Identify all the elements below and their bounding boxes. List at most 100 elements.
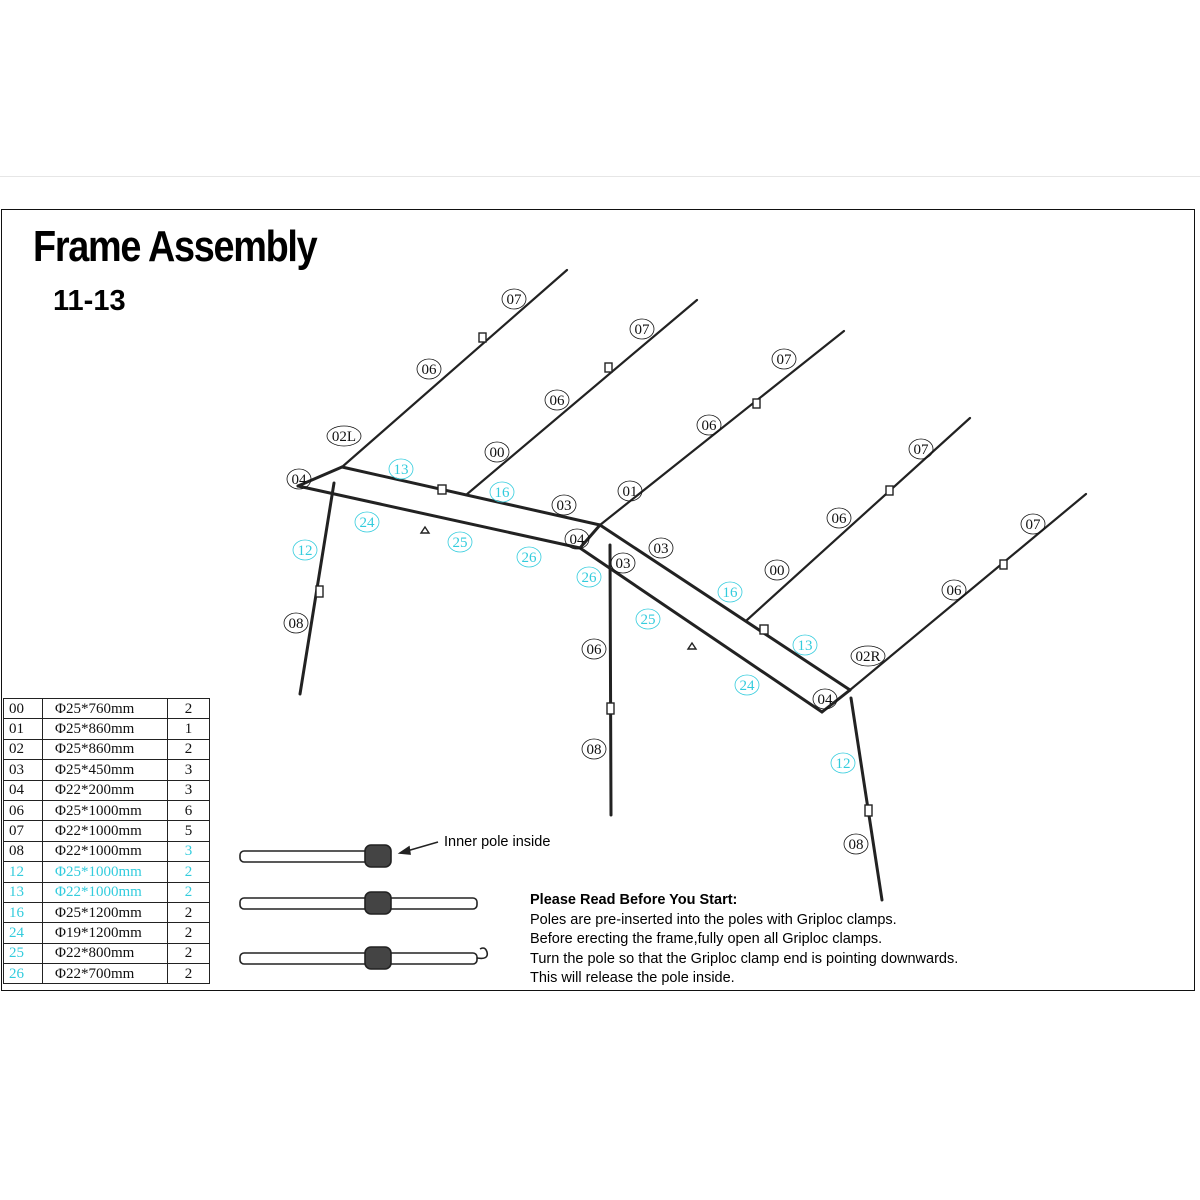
part-size: Φ25*450mm [42, 759, 168, 781]
part-size: Φ22*1000mm [42, 820, 168, 842]
instruction-line: Poles are pre-inserted into the poles wi… [530, 911, 897, 928]
griploc-clamp [364, 946, 392, 970]
part-label: 24 [740, 678, 756, 694]
part-qty: 2 [167, 942, 210, 965]
part-label: 02R [855, 649, 880, 665]
part-label-bubble [696, 414, 722, 436]
part-size: Φ25*860mm [42, 738, 168, 761]
page-title: Frame Assembly [33, 222, 318, 271]
part-label: 04 [818, 692, 834, 708]
part-code: 02 [3, 738, 43, 761]
part-label-bubble [581, 738, 607, 760]
griploc-clamp [752, 398, 761, 409]
part-label: 26 [582, 570, 598, 586]
instructions-block: Please Read Before You Start: Poles are … [530, 891, 958, 989]
pole-04-right [820, 688, 852, 714]
part-label: 12 [836, 756, 851, 772]
part-code: 07 [3, 820, 43, 842]
part-label-bubble [576, 566, 602, 588]
part-size: Φ25*1200mm [42, 901, 168, 924]
part-label-bubble [354, 511, 380, 533]
part-label: 07 [1026, 517, 1042, 533]
part-label-bubble [581, 638, 607, 660]
part-label-bubble [812, 688, 838, 710]
rafter-3 [598, 329, 846, 527]
part-size: Φ25*860mm [42, 718, 168, 740]
griploc-clamp [999, 559, 1008, 570]
pole-lower-right-ridge [578, 546, 824, 714]
leg-right [849, 696, 884, 902]
part-size: Φ25*760mm [42, 697, 168, 720]
part-label-bubble [635, 608, 661, 630]
part-label: 07 [635, 322, 651, 338]
rafter-4 [745, 416, 972, 622]
part-qty: 5 [167, 820, 210, 842]
leg-center [608, 543, 613, 817]
part-label-bubble [826, 507, 852, 529]
pole-lower-left-ridge [296, 484, 582, 550]
part-code: 06 [3, 799, 43, 822]
pole-upper-right-ridge [598, 523, 852, 692]
instructions-heading: Please Read Before You Start: [530, 892, 738, 908]
rafter-2 [464, 298, 699, 497]
part-label-bubble [516, 546, 542, 568]
part-label-bubble [326, 425, 362, 447]
callout-arrowhead [397, 845, 411, 855]
part-code: 04 [3, 779, 43, 801]
part-size: Φ22*1000mm [42, 881, 168, 903]
part-label-bubble [843, 833, 869, 855]
top-divider [0, 176, 1200, 177]
part-size: Φ22*800mm [42, 942, 168, 965]
instruction-line: Turn the pole so that the Griploc clamp … [530, 950, 959, 967]
part-label-bubble [447, 531, 473, 553]
part-qty: 2 [167, 963, 210, 985]
part-code: 16 [3, 901, 43, 924]
griploc-clamp [759, 624, 769, 635]
part-label: 24 [360, 515, 376, 531]
part-label: 16 [723, 585, 739, 601]
instruction-line: Before erecting the frame,fully open all… [530, 931, 883, 947]
part-qty: 2 [167, 922, 210, 944]
part-qty: 2 [167, 697, 210, 720]
part-label: 07 [914, 442, 930, 458]
part-label: 25 [453, 535, 468, 551]
step-range: 11-13 [53, 285, 126, 317]
part-label-bubble [544, 389, 570, 411]
diagram-frame [1, 209, 1195, 991]
part-size: Φ22*1000mm [42, 840, 168, 863]
part-label: 07 [777, 352, 793, 368]
part-label: 08 [587, 742, 602, 758]
part-label-bubble [908, 438, 934, 460]
hook-end [476, 947, 489, 960]
part-label: 03 [557, 498, 572, 514]
part-label-bubble [792, 634, 818, 656]
part-label: 06 [947, 583, 963, 599]
part-label-bubble [292, 539, 318, 561]
griploc-clamp [364, 891, 392, 915]
part-qty: 6 [167, 799, 210, 822]
part-label: 06 [550, 393, 566, 409]
part-code: 00 [3, 697, 43, 720]
part-size: Φ25*1000mm [42, 861, 168, 883]
part-code: 03 [3, 759, 43, 781]
part-label: 13 [394, 462, 409, 478]
rafter-1 [340, 268, 569, 469]
part-code: 08 [3, 840, 43, 863]
part-label: 26 [522, 550, 538, 566]
part-code: 25 [3, 942, 43, 965]
part-qty: 2 [167, 738, 210, 761]
part-label: 04 [292, 472, 308, 488]
part-label-bubble [501, 288, 527, 310]
part-label-bubble [771, 348, 797, 370]
